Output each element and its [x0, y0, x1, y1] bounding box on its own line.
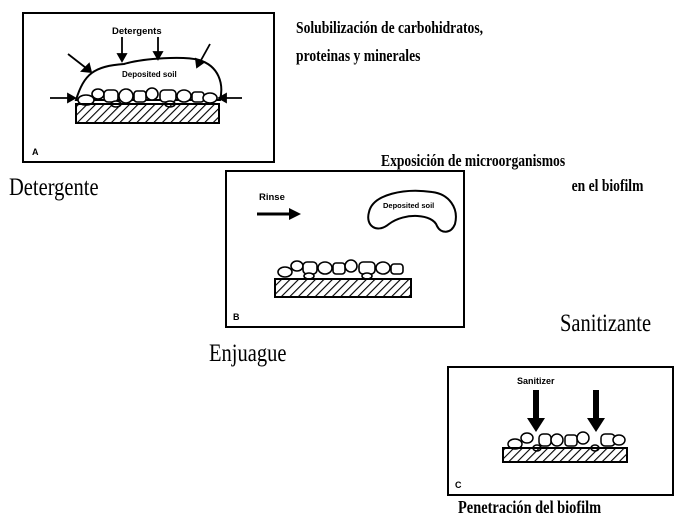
note-exposicion: Exposición de microorganismos en el biof… — [381, 150, 643, 197]
caption-enjuague: Enjuague — [209, 340, 287, 367]
soil-particles-a — [77, 87, 218, 108]
note-penetracion: Penetración del biofilm — [458, 496, 601, 518]
caption-detergente: Detergente — [9, 174, 99, 201]
panel-c-illustration: Sanitizer C — [455, 376, 628, 490]
caption-sanitizante: Sanitizante — [560, 310, 652, 337]
detergent-arrows — [50, 37, 242, 104]
note-solubilizacion: Solubilización de carbohidratos, protein… — [296, 17, 483, 67]
deposited-soil-label-b: Deposited soil — [383, 201, 434, 210]
sanitizer-arrows — [527, 390, 605, 432]
rinse-arrow — [257, 208, 301, 220]
panel-a-detergent: Detergents Deposited soil — [22, 12, 275, 163]
surface-b — [274, 278, 412, 298]
panel-b-rinse: Rinse Deposited soil B — [225, 170, 465, 328]
panel-a-illustration: Detergents Deposited soil — [32, 26, 242, 157]
panel-b-illustration: Rinse Deposited soil B — [233, 189, 457, 322]
note-line: proteinas y minerales — [296, 46, 421, 65]
rinse-label: Rinse — [259, 192, 285, 203]
note-line: en el biofilm — [571, 176, 644, 195]
panel-c-letter: C — [455, 480, 462, 490]
rinsed-soil-shape — [367, 189, 457, 233]
surface-c — [502, 447, 628, 463]
surface-a — [75, 103, 220, 124]
deposited-soil-label-a: Deposited soil — [122, 70, 177, 79]
panel-b-letter: B — [233, 312, 240, 322]
panel-c-sanitizer: Sanitizer C — [447, 366, 674, 496]
panel-a-letter: A — [32, 147, 39, 157]
note-line: Exposición de microorganismos — [381, 151, 566, 170]
sanitizer-label: Sanitizer — [517, 376, 555, 386]
note-line: Penetración del biofilm — [458, 497, 602, 517]
detergents-label: Detergents — [112, 26, 162, 37]
soil-particles-b — [277, 259, 404, 280]
note-line: Solubilización de carbohidratos, — [296, 18, 484, 37]
